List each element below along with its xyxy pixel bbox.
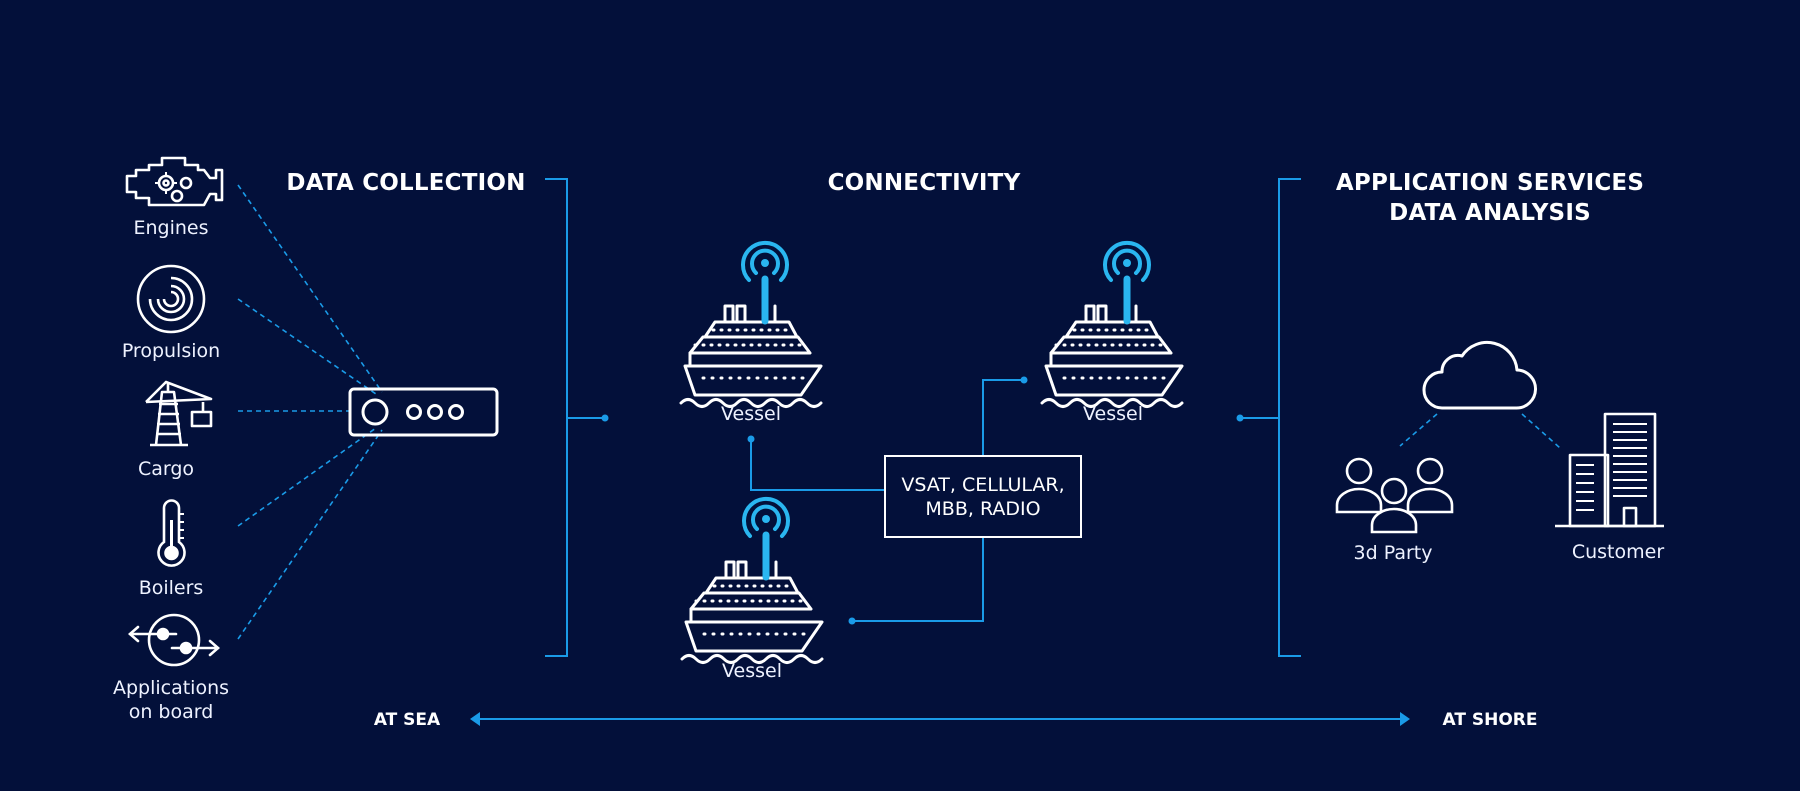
connectivity-methods-box: VSAT, CELLULAR, MBB, RADIO: [884, 455, 1082, 538]
crane-icon: [145, 380, 213, 447]
label-at-shore: AT SHORE: [1442, 710, 1538, 730]
source-label-engines: Engines: [133, 217, 209, 239]
section-brackets: [545, 178, 1301, 657]
source-label-boilers: Boilers: [138, 577, 204, 599]
label-at-sea: AT SEA: [373, 710, 441, 730]
label-customer: Customer: [1571, 541, 1665, 563]
antenna-icon-top-right: [1105, 243, 1149, 321]
heading-connectivity: CONNECTIVITY: [827, 170, 1021, 196]
bracket-dots: [601, 414, 1244, 422]
antenna-icon-top-left: [743, 243, 787, 321]
applications-icon: [128, 613, 220, 667]
cloud-icon: [1422, 340, 1537, 410]
people-icon: [1335, 457, 1454, 534]
vessel-icon-top-right: [1040, 304, 1184, 408]
propeller-icon: [136, 264, 206, 334]
vessel-icon-top-left: [679, 304, 823, 408]
thermometer-icon: [157, 499, 186, 567]
sea-shore-arrow: [470, 712, 1410, 726]
source-label-applications: Applications on board: [112, 677, 230, 723]
source-links: [237, 184, 383, 640]
antenna-icon-bottom: [744, 499, 788, 577]
heading-application-services: APPLICATION SERVICES: [1335, 170, 1645, 196]
vessel-label-bottom: Vessel: [722, 660, 782, 682]
cloud-links: [1399, 413, 1561, 449]
vessel-link-dots: [747, 376, 1028, 625]
vessel-links: [750, 379, 1024, 622]
label-third-party: 3d Party: [1353, 542, 1433, 564]
vessel-label-top-left: Vessel: [721, 403, 781, 425]
data-collector-device: [348, 387, 499, 437]
heading-data-collection: DATA COLLECTION: [286, 170, 526, 196]
source-label-propulsion: Propulsion: [121, 340, 221, 362]
vessel-label-top-right: Vessel: [1083, 403, 1143, 425]
source-label-cargo: Cargo: [137, 458, 195, 480]
heading-data-analysis: DATA ANALYSIS: [1389, 200, 1591, 226]
engine-icon: [125, 156, 224, 207]
building-icon: [1555, 412, 1664, 528]
vessel-icon-bottom: [680, 560, 824, 664]
